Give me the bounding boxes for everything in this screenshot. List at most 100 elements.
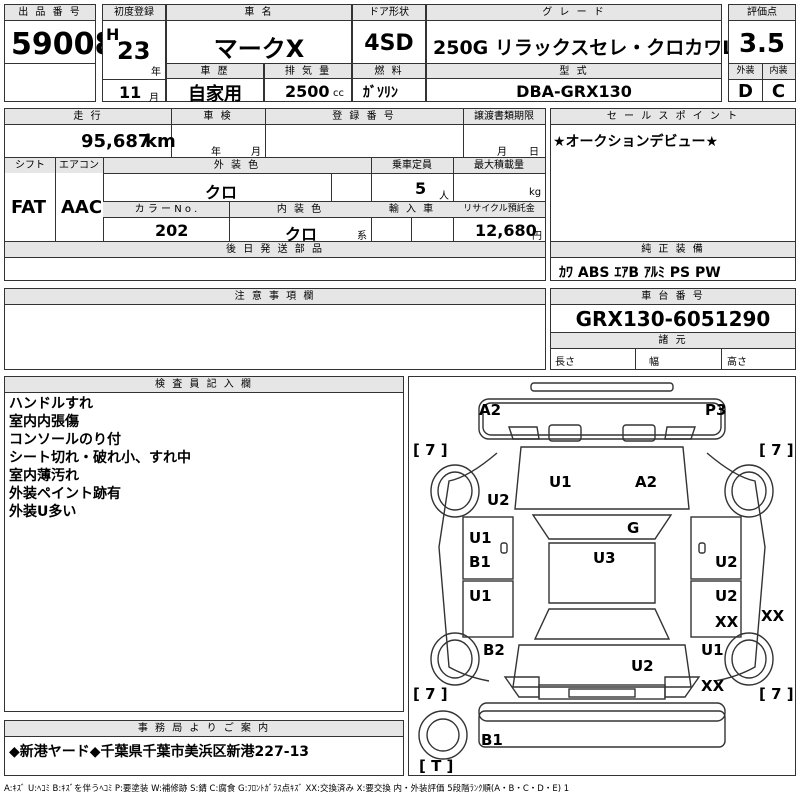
- transfer-month-unit: 月: [497, 147, 507, 158]
- score-label: 評価点: [729, 5, 795, 20]
- inspector-cell: 検 査 員 記 入 欄 ハンドルすれ 室内内張傷 コンソールのり付 シート切れ・…: [4, 376, 404, 712]
- ext-color-value: クロ: [205, 183, 238, 202]
- damage-mark: B1: [481, 731, 503, 749]
- door-rear-right: [690, 580, 742, 638]
- sales-point-text: ★オークションデビュー★: [553, 134, 719, 150]
- car-name-cell: 車 名 マークX: [166, 4, 352, 64]
- door-cell: ドア形状 4SD: [352, 4, 426, 64]
- grille-left: [548, 424, 582, 442]
- legend-text: A:ｷｽﾞ U:ﾍｺﾐ B:ｷｽﾞを伴うﾍｺﾐ P:要塗装 W:補修跡 S:錆 …: [4, 784, 570, 794]
- damage-mark: U3: [593, 549, 616, 567]
- recycle-unit: 円: [532, 231, 542, 242]
- chassis-cell: 車 台 番 号 GRX130-6051290 諸 元 長さ 幅 高さ: [550, 288, 796, 370]
- parts-later-cell: 後 日 発 送 部 品: [4, 241, 546, 281]
- history-label: 車 歴: [167, 64, 263, 79]
- first-reg-era: H: [106, 25, 120, 44]
- mirror-left: [500, 542, 508, 554]
- model-value: DBA-GRX130: [516, 82, 632, 101]
- hood: [514, 446, 690, 510]
- roof: [548, 542, 656, 604]
- damage-mark: A2: [479, 401, 501, 419]
- score-cell: 評価点 3.5 外装 内装 D C: [728, 4, 796, 102]
- grade-label: グ レ ー ド: [427, 5, 721, 20]
- office-label: 事 務 局 よ り ご 案 内: [5, 721, 403, 736]
- car-name-label: 車 名: [167, 5, 351, 20]
- first-reg-year-unit: 年: [151, 67, 161, 78]
- license-plate: [568, 688, 636, 698]
- spec-length: 長さ: [555, 357, 575, 368]
- damage-mark: XX: [701, 677, 725, 695]
- damage-mark: U1: [469, 529, 492, 547]
- damage-mark: [ 7 ]: [759, 685, 794, 703]
- interior-label: 内装: [762, 64, 795, 79]
- transfer-label: 譲渡書類期限: [463, 109, 545, 124]
- spec-height: 高さ: [727, 357, 747, 368]
- displacement-cell: 排 気 量 2500 cc: [264, 63, 352, 102]
- door-label: ドア形状: [353, 5, 425, 20]
- score-value: 3.5: [738, 29, 786, 59]
- first-reg-year: 23: [117, 37, 151, 65]
- windshield: [531, 514, 673, 540]
- car-diagram: A2 P3 [ 7 ] [ 7 ] U2 U1 A2 G U1 B1 U3 U2…: [408, 376, 796, 776]
- damage-mark: [ T ]: [419, 757, 453, 775]
- inspector-lines: ハンドルすれ 室内内張傷 コンソールのり付 シート切れ・破れ小、すれ中 室内薄汚…: [9, 395, 191, 521]
- hood-outline: [478, 398, 726, 440]
- wheel-rear-right: [724, 632, 774, 686]
- inspector-line: 室内薄汚れ: [9, 468, 79, 484]
- headlight-left: [508, 426, 540, 440]
- mirror-right: [698, 542, 706, 554]
- spec-width: 幅: [649, 357, 659, 368]
- office-text: ◆新港ヤード◆千葉県千葉市美浜区新港227-13: [9, 744, 310, 760]
- wheel-rear-left: [430, 632, 480, 686]
- transfer-day-unit: 日: [529, 147, 539, 158]
- wheel-front-left: [430, 464, 480, 518]
- body-right-side: [706, 452, 766, 682]
- car-name-value: マークX: [213, 35, 305, 63]
- damage-mark: U2: [715, 553, 738, 571]
- fuel-cell: 燃 料 ｶﾞｿﾘﾝ: [352, 63, 426, 102]
- notes-cell: 注 意 事 項 欄: [4, 288, 546, 370]
- rear-window: [533, 608, 671, 640]
- lot-number-label: 出 品 番 号: [5, 5, 95, 20]
- damage-mark: XX: [715, 613, 739, 631]
- damage-mark: [ 7 ]: [759, 441, 794, 459]
- capacity-unit: 人: [439, 191, 449, 202]
- capacity-value: 5: [415, 179, 427, 198]
- sales-point-label: セ ー ル ス ポ イ ン ト: [551, 109, 795, 124]
- inspection-month-unit: 月: [251, 147, 261, 158]
- fuel-value: ｶﾞｿﾘﾝ: [363, 85, 398, 101]
- interior-value: C: [771, 81, 786, 102]
- door-rear-left: [462, 580, 514, 638]
- aircon-label: エアコン: [55, 158, 103, 173]
- shift-value: FAT: [11, 197, 47, 218]
- trunk-floor: [478, 710, 726, 748]
- mileage-unit: km: [145, 131, 176, 152]
- damage-mark: U2: [631, 657, 654, 675]
- recycle-value: 12,680: [475, 221, 537, 240]
- front-bumper: [530, 382, 674, 392]
- equipment-cell: 純 正 装 備 ｶﾜ ABS ｴｱB ｱﾙﾐ PS PW: [550, 241, 796, 281]
- grade-cell: グ レ ー ド 250G リラックスセレ・クロカワLTD: [426, 4, 760, 64]
- door-front-left: [462, 516, 514, 580]
- trunk: [512, 644, 692, 688]
- inspector-line: 室内内張傷: [9, 414, 79, 430]
- damage-mark: U2: [715, 587, 738, 605]
- inspector-line: コンソールのり付: [9, 432, 121, 448]
- grade-value: 250G リラックスセレ・クロカワLTD: [433, 37, 760, 59]
- inspection-label: 車 検: [171, 109, 265, 124]
- int-color-label: 内 装 色: [229, 202, 371, 217]
- ext-color-label: 外 装 色: [103, 158, 371, 173]
- equipment-label: 純 正 装 備: [551, 242, 795, 257]
- damage-mark: A2: [635, 473, 657, 491]
- model-cell: 型 式 DBA-GRX130: [426, 63, 722, 102]
- damage-mark: U1: [701, 641, 724, 659]
- headlight-right: [664, 426, 696, 440]
- first-reg-month-unit: 月: [149, 93, 159, 104]
- history-cell: 車 歴 自家用: [166, 63, 264, 105]
- grille-right: [622, 424, 656, 442]
- wheel-front-right: [724, 464, 774, 518]
- displacement-label: 排 気 量: [265, 64, 351, 79]
- rear-bumper: [478, 702, 726, 722]
- parts-later-label: 後 日 発 送 部 品: [5, 242, 545, 257]
- history-value: 自家用: [188, 84, 242, 105]
